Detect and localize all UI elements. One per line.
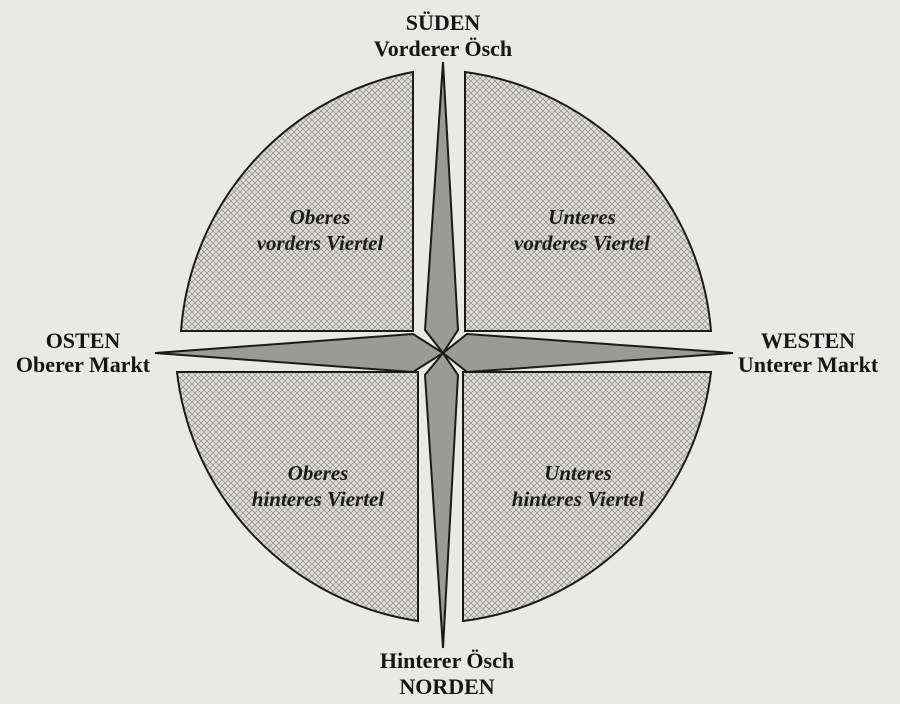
quadrant-upper-right [464,70,713,332]
north-label: Hinterer Ösch NORDEN [380,650,514,698]
quarter-upper-right-label: Unteres vorderes Viertel [514,204,650,256]
north-title: NORDEN [399,674,495,699]
star-point-south [423,61,460,355]
quarter-upper-right-line2: vorderes Viertel [514,231,650,255]
compass-star [154,61,734,649]
south-subtitle: Vorderer Ösch [373,36,513,61]
east-label: OSTEN Oberer Markt [16,330,150,376]
quarter-lower-left-line1: Oberes [287,461,349,485]
quarter-lower-left-label: Oberes hinteres Viertel [252,460,384,512]
quadrant-lower-right [462,371,713,623]
quarter-lower-left-line2: hinteres Viertel [251,487,385,511]
east-title: OSTEN [45,328,121,353]
quarter-upper-left-label: Oberes vorders Viertel [257,204,384,256]
west-subtitle: Unterer Markt [737,352,879,377]
north-subtitle: Hinterer Ösch [379,648,515,673]
quarter-upper-left-line1: Oberes [289,205,351,229]
quarter-upper-right-line1: Unteres [548,205,616,229]
quadrant-upper-left [179,70,414,332]
quarter-lower-right-line2: hinteres Viertel [511,487,645,511]
quarter-lower-right-label: Unteres hinteres Viertel [512,460,644,512]
star-point-east [154,332,445,374]
quadrant-lower-left [175,371,419,623]
south-label: SÜDEN Vorderer Ösch [374,12,512,60]
east-subtitle: Oberer Markt [15,352,151,377]
quarter-lower-right-line1: Unteres [544,461,612,485]
west-label: WESTEN Unterer Markt [738,330,878,376]
quarter-upper-left-line2: vorders Viertel [256,231,384,255]
south-title: SÜDEN [405,10,481,35]
west-title: WESTEN [760,328,856,353]
star-point-north [423,351,460,649]
star-point-west [441,332,734,374]
